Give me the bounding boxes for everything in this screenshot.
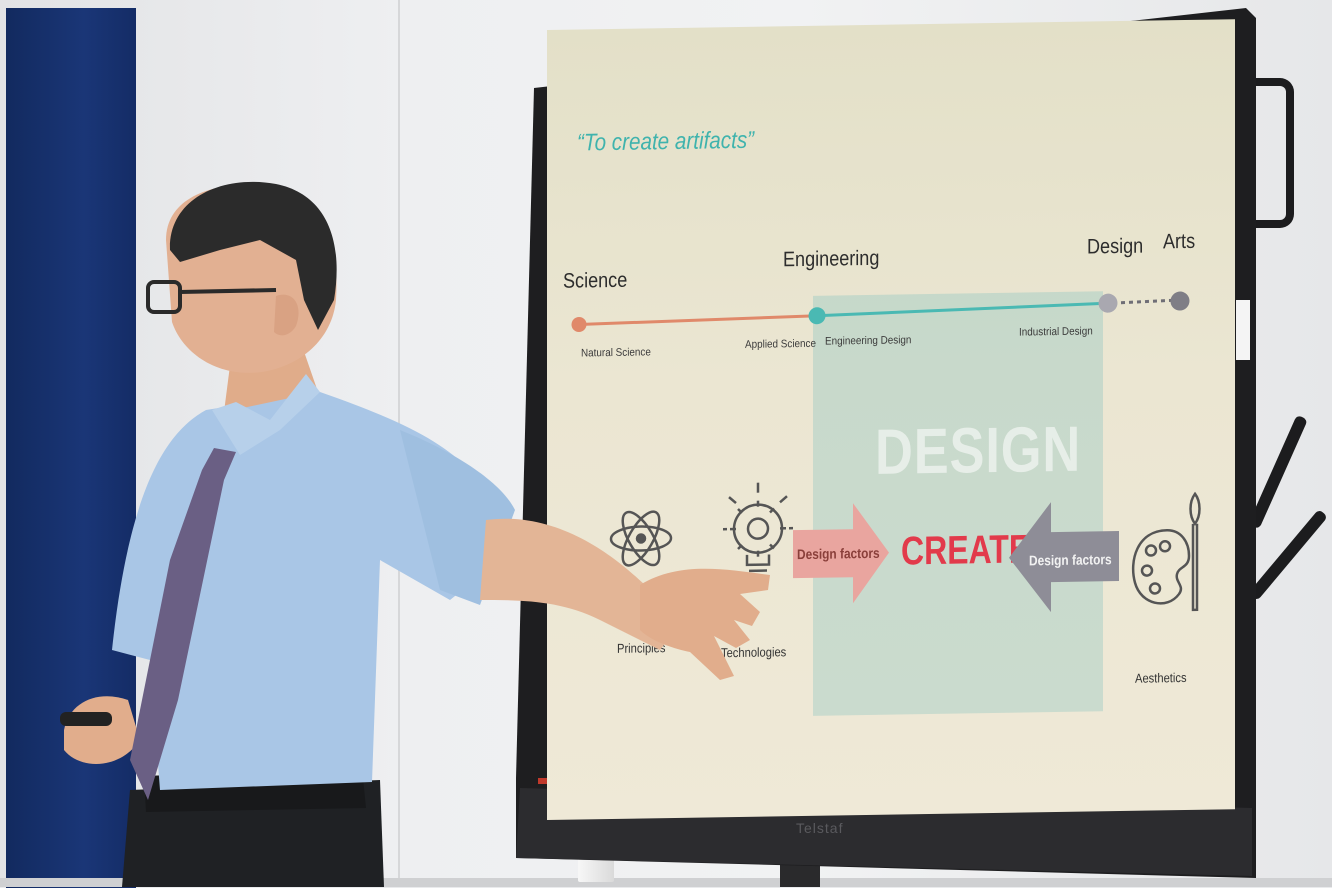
dot-design — [1098, 293, 1118, 313]
dot-engineering — [808, 307, 826, 325]
spectrum-line — [578, 298, 1178, 326]
dot-arts — [1170, 291, 1190, 311]
gear-bulb-icon — [723, 482, 793, 579]
monitor-handle — [1254, 78, 1294, 228]
monitor-brand-logo: Telstaf — [796, 820, 844, 836]
monitor-label-sticker — [1236, 300, 1250, 360]
presentation-slide: “To create artifacts” Science Engineerin… — [547, 19, 1235, 821]
right-design-factors-arrow — [1009, 502, 1119, 613]
floor — [0, 878, 1332, 887]
dot-science — [571, 316, 587, 332]
palette-brush-icon — [1131, 491, 1201, 612]
atom-icon — [609, 510, 673, 567]
left-design-factors-arrow — [793, 503, 889, 604]
